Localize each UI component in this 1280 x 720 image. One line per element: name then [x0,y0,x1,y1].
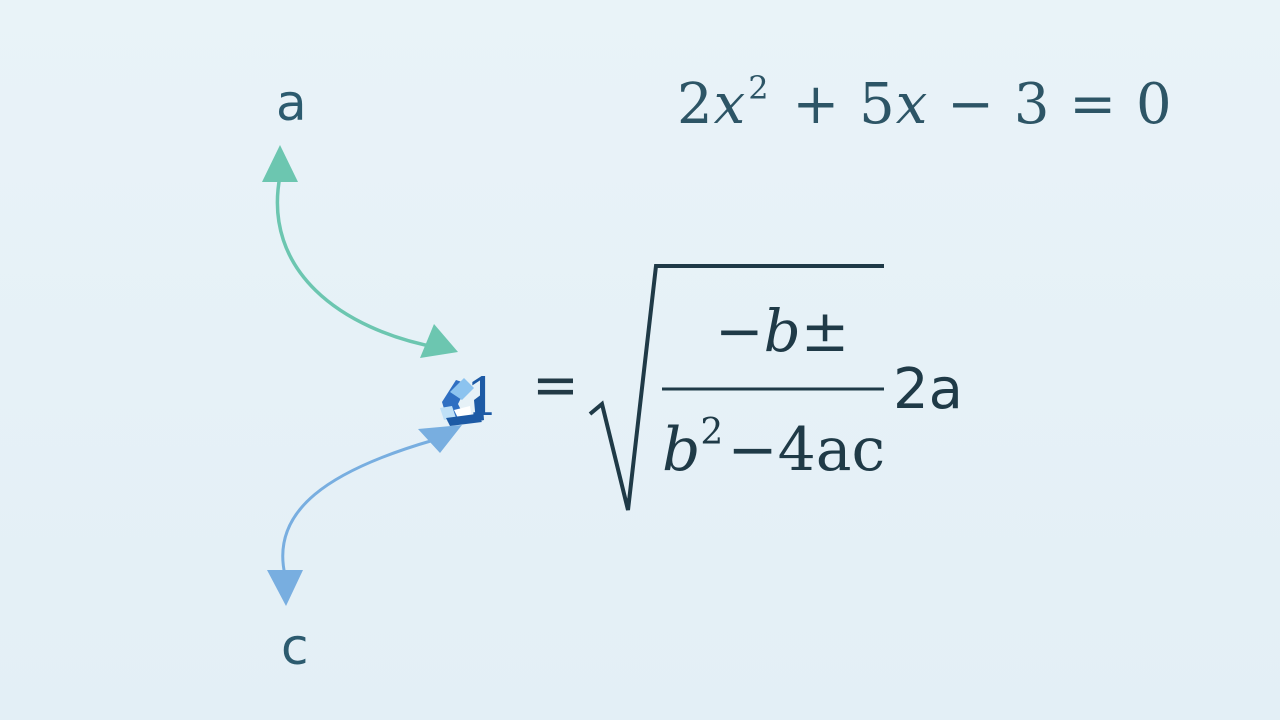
variable-c-label: c [281,618,309,676]
x1-subscript: 1 [466,368,500,428]
denominator-exponent: 2 [700,412,724,453]
radical-sign [588,264,884,511]
arrowhead-c-bottom [267,570,303,606]
arrowhead-x1-from-a [420,324,458,358]
formula-denominator: b2−4ac [662,412,885,481]
arrow-x1-to-c [281,438,436,577]
equation-variable-x-second: x [895,72,929,137]
equation-coefficient: 2 [677,72,714,137]
equation-plus-term: + 5 [773,72,896,137]
equation-exponent: 2 [748,69,770,107]
formula-equals: = [532,353,579,418]
arrow-a-to-x1 [275,174,442,350]
denominator-b: b [662,415,701,485]
formula-trailing-2a: 2a [893,357,963,422]
variable-a-label: a [276,74,307,132]
quadratic-equation: 2x2 + 5x − 3 = 0 [677,72,1173,133]
equation-variable-x: x [713,72,747,137]
x1-glitch-icon [440,378,484,426]
arrowhead-x1-from-c [418,425,462,453]
arrowhead-a-top [262,145,298,182]
equation-tail: − 3 = 0 [928,72,1173,137]
x1-symbol: 1 [436,370,510,438]
formula-numerator: −b± [715,297,850,365]
denominator-rest: −4ac [727,415,886,485]
